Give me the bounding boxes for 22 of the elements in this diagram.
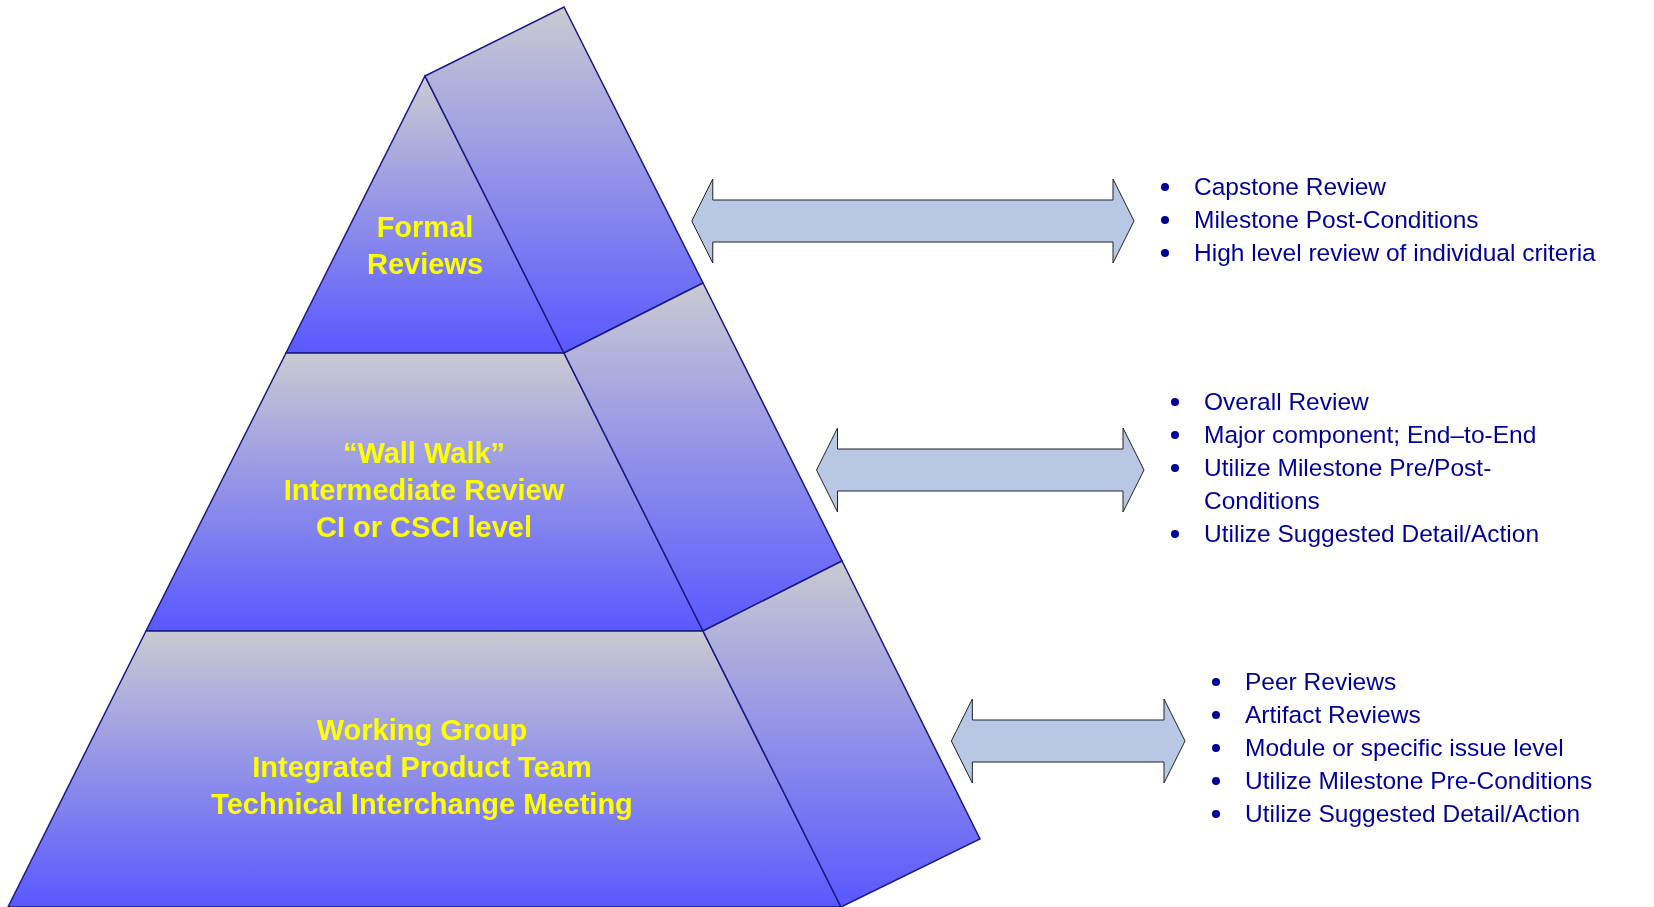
- bullet-item: Utilize Milestone Pre-Conditions: [1210, 764, 1650, 797]
- tier-label: Intermediate Review: [283, 472, 565, 508]
- bullet-item: Utilize Suggested Detail/Action: [1210, 797, 1650, 830]
- tier-label: Technical Interchange Meeting: [211, 786, 633, 822]
- tier-label: Formal Reviews: [365, 210, 485, 282]
- double-arrow: [691, 178, 1135, 264]
- bullet-item: Capstone Review: [1159, 170, 1629, 203]
- bullet-item: Artifact Reviews: [1210, 698, 1650, 731]
- tier-label: “Wall Walk”: [342, 435, 506, 471]
- double-arrow: [950, 698, 1186, 784]
- bullet-item: Module or specific issue level: [1210, 731, 1650, 764]
- tier-label: CI or CSCI level: [316, 509, 532, 545]
- tier-label: Integrated Product Team: [252, 749, 592, 785]
- bullet-item: Utilize Milestone Pre/Post-Conditions: [1169, 451, 1599, 517]
- bullet-item: Milestone Post-Conditions: [1159, 203, 1629, 236]
- double-arrow: [816, 427, 1145, 513]
- bullet-item: Utilize Suggested Detail/Action: [1169, 517, 1599, 550]
- bullet-item: Overall Review: [1169, 385, 1599, 418]
- bullet-item: High level review of individual criteria: [1159, 236, 1629, 269]
- bullet-item: Major component; End–to-End: [1169, 418, 1599, 451]
- bullet-item: Peer Reviews: [1210, 665, 1650, 698]
- tier-label: Working Group: [316, 712, 528, 748]
